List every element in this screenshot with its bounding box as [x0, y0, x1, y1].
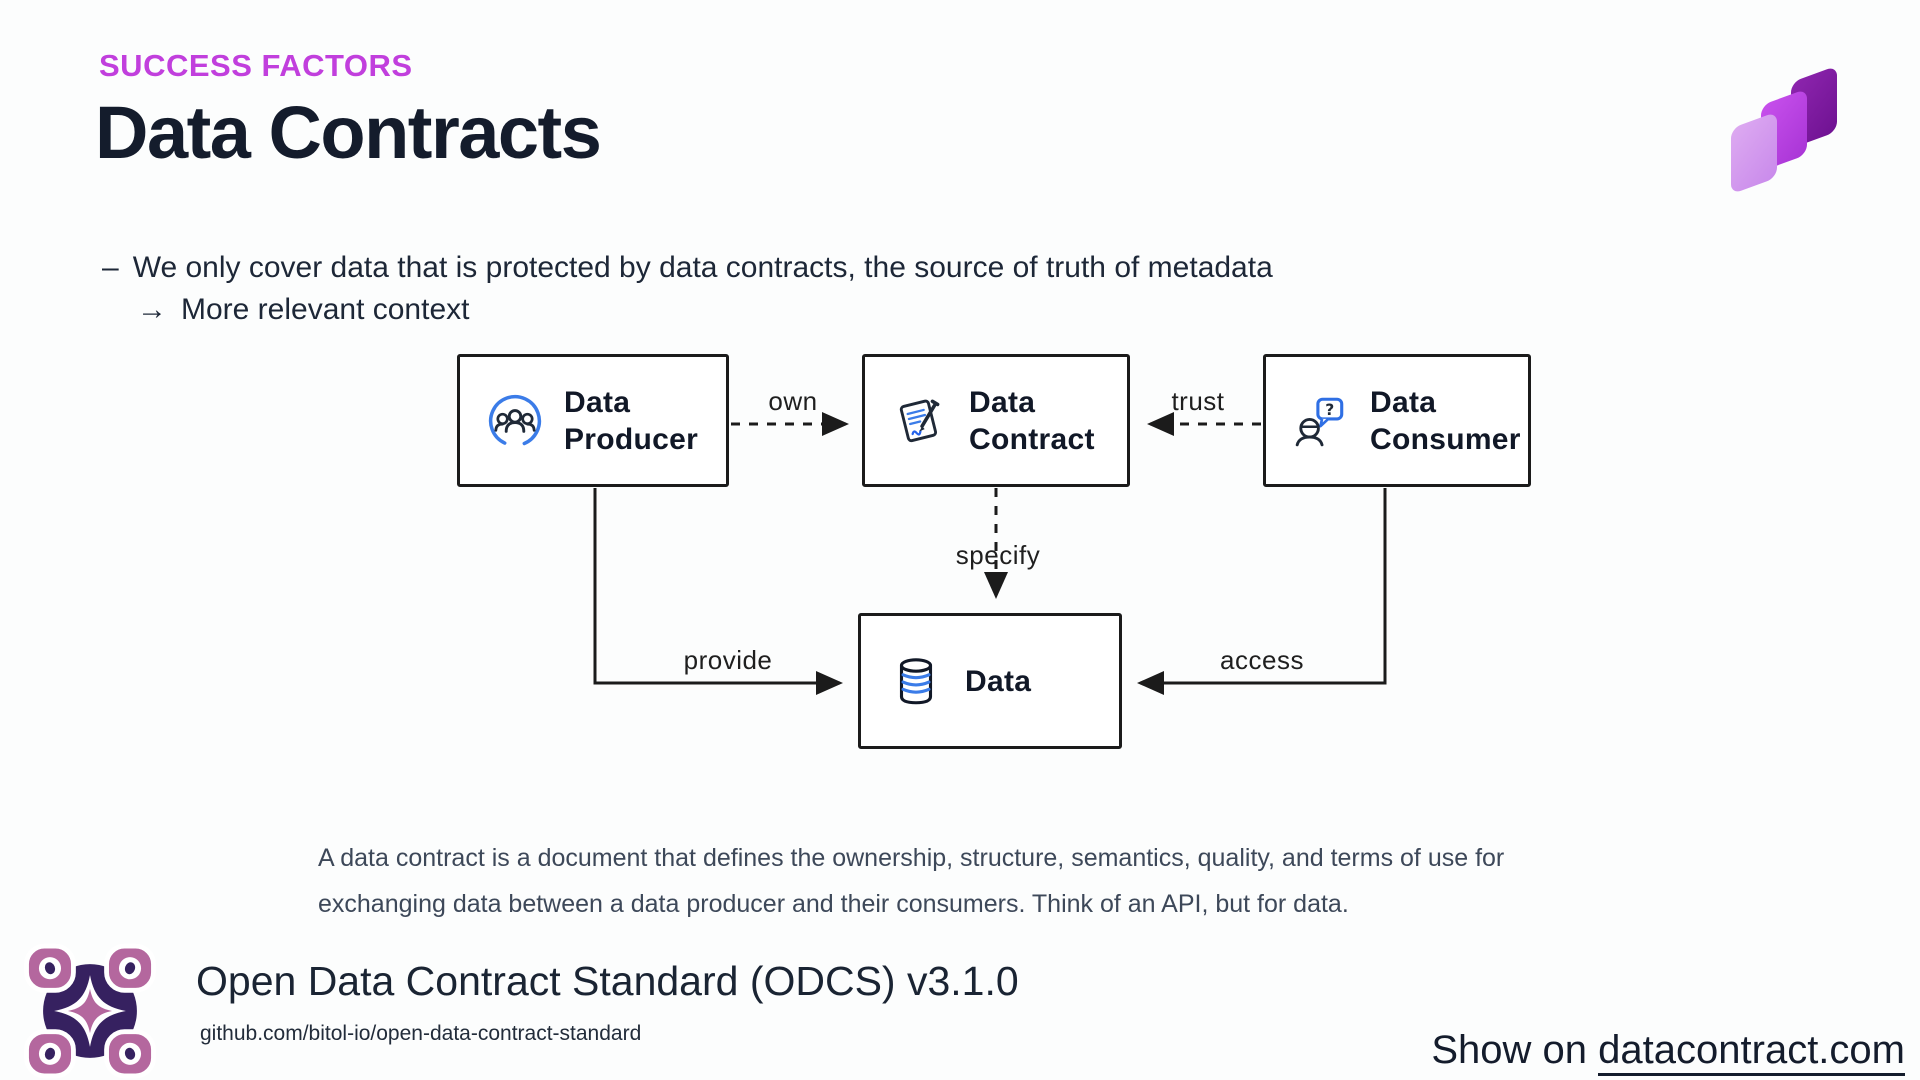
- document-signature-icon: [899, 399, 940, 442]
- node-data: Data: [858, 613, 1122, 749]
- edge-label-access: access: [1220, 645, 1304, 675]
- page-title: Data Contracts: [95, 91, 602, 174]
- edge-label-trust: trust: [1171, 386, 1225, 416]
- bullet-list: – We only cover data that is protected b…: [102, 247, 1273, 331]
- node-label: Data: [965, 664, 1032, 698]
- edge-label-own: own: [768, 386, 818, 416]
- edge-label-specify: specify: [955, 540, 1041, 570]
- footer-repo-link[interactable]: github.com/bitol-io/open-data-contract-s…: [200, 1022, 642, 1045]
- node-label: Data Consumer: [1370, 385, 1521, 456]
- description: A data contract is a document that defin…: [318, 835, 1504, 927]
- bullet-sub-text: More relevant context: [181, 293, 470, 326]
- description-line2: exchanging data between a data producer …: [318, 890, 1349, 918]
- bitol-logo: [24, 943, 156, 1079]
- people-circle-icon: [488, 394, 542, 447]
- bullet-dash: –: [102, 251, 119, 284]
- bullet-sub-item: → More relevant context: [137, 289, 1273, 331]
- node-data-contract: Data Contract: [862, 354, 1130, 487]
- node-data-producer: Data Producer: [457, 354, 729, 487]
- eyebrow-label: SUCCESS FACTORS: [99, 48, 413, 83]
- database-icon: [899, 658, 933, 705]
- edge-label-provide: provide: [683, 645, 773, 675]
- person-question-icon: ?: [1295, 397, 1344, 446]
- footer-cta: Show on datacontract.com: [1431, 1028, 1905, 1076]
- svg-text:?: ?: [1325, 400, 1334, 418]
- node-label: Data Contract: [969, 385, 1095, 456]
- logo-card-light: [1731, 111, 1777, 195]
- footer-standard-title: Open Data Contract Standard (ODCS) v3.1.…: [196, 958, 1019, 1004]
- bullet-text: We only cover data that is protected by …: [132, 251, 1273, 284]
- footer-cta-link[interactable]: datacontract.com: [1598, 1028, 1905, 1076]
- footer-cta-prefix: Show on: [1431, 1028, 1588, 1072]
- arrow-right-icon: →: [137, 293, 167, 326]
- node-label: Data Producer: [564, 385, 699, 456]
- datacontract-logo: [1729, 52, 1879, 195]
- node-data-consumer: ? Data Consumer: [1263, 354, 1531, 487]
- bullet-item: – We only cover data that is protected b…: [102, 247, 1273, 289]
- description-line1: A data contract is a document that defin…: [318, 844, 1505, 872]
